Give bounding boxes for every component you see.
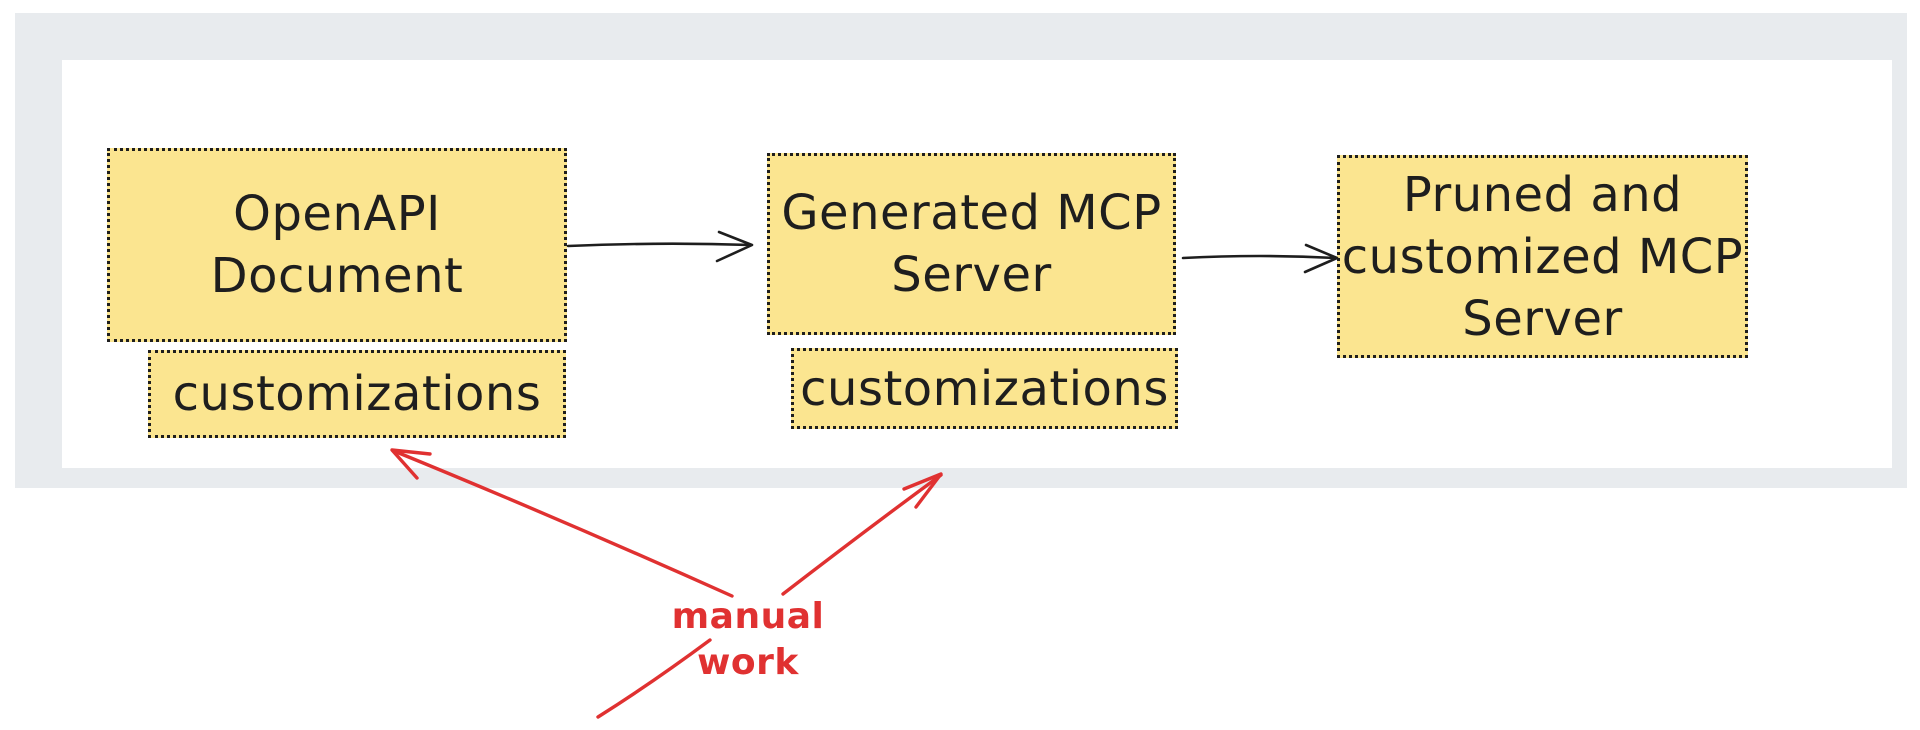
red-tail-line [596, 638, 712, 719]
node-customizations-left: customizations [148, 350, 566, 438]
manual-work-label: manual work [671, 596, 825, 683]
line-segment [596, 638, 712, 719]
arrow-shaft [781, 473, 943, 596]
node-customizations-right: customizations [791, 348, 1178, 429]
node-openapi-document: OpenAPI Document [107, 148, 567, 342]
red-arrow-to-customizations-right [781, 472, 943, 596]
node-pruned-customized-mcp-server: Pruned and customized MCP Server [1337, 155, 1748, 358]
node-generated-mcp-server: Generated MCP Server [767, 153, 1176, 335]
